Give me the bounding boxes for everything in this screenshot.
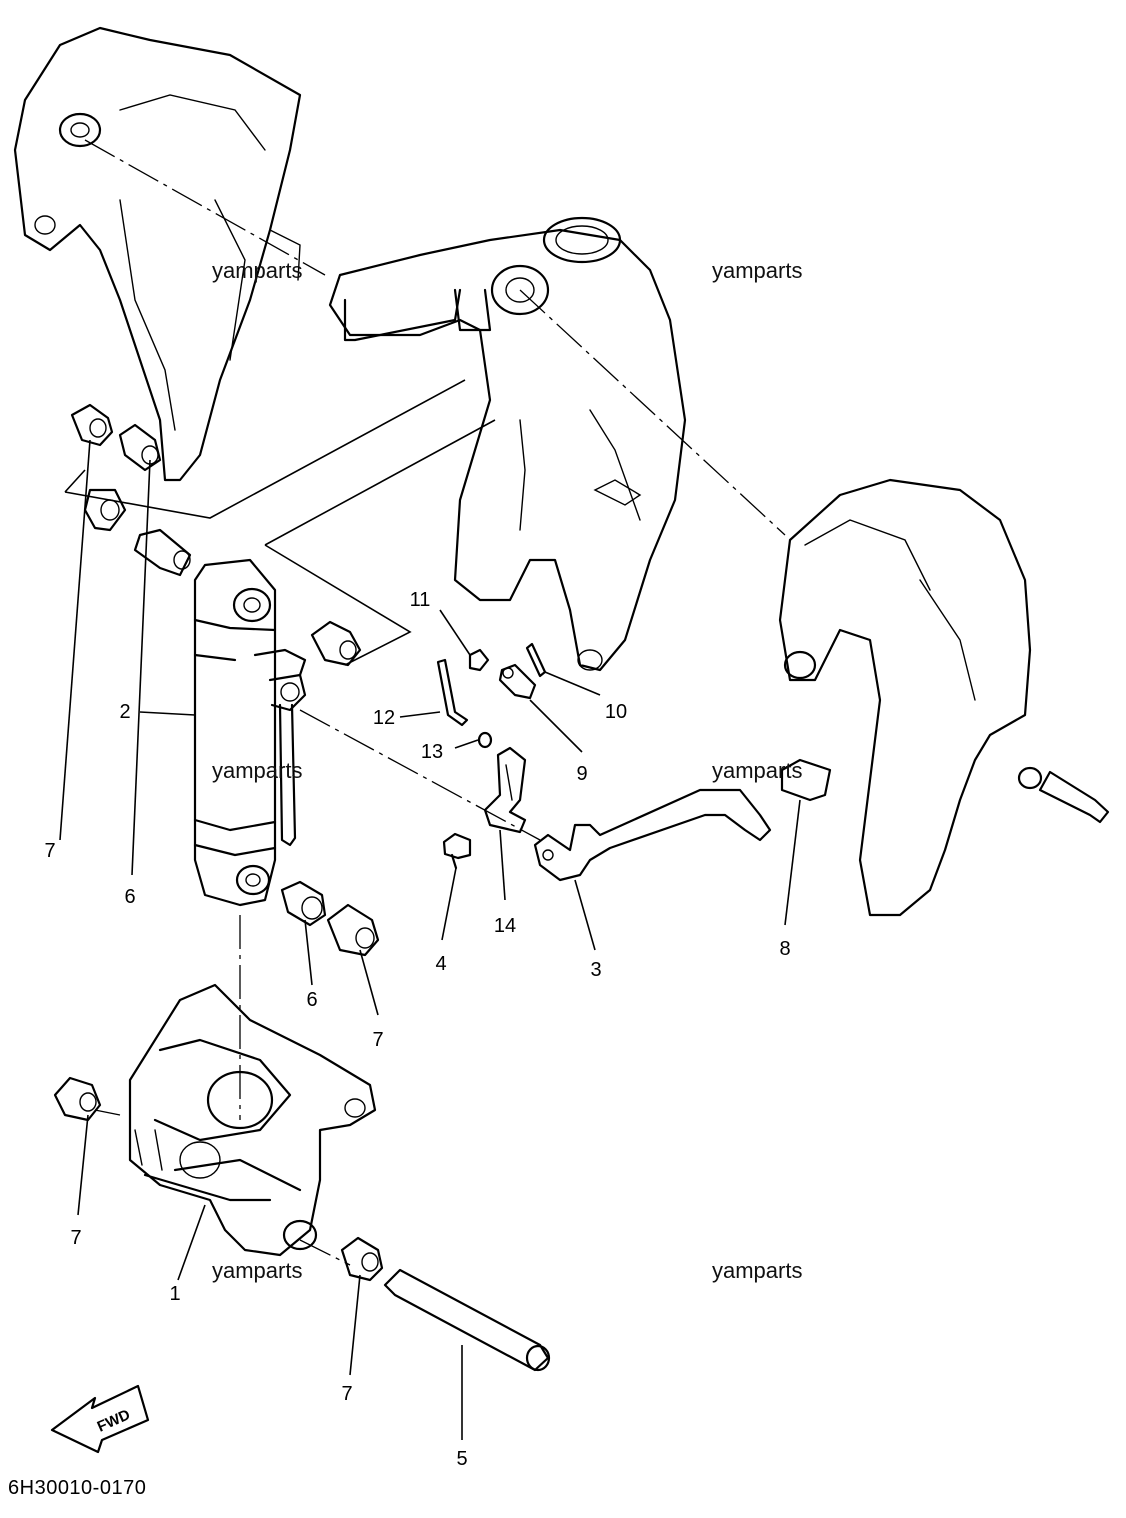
- pad-8: [780, 758, 832, 802]
- leader-lines: [59, 439, 801, 1440]
- callout-2: 2: [119, 701, 130, 723]
- watermark-5: yamparts: [212, 1258, 302, 1283]
- watermark-4: yamparts: [712, 758, 802, 783]
- assembly-guide-lines: [64, 139, 786, 1266]
- washer-13: [477, 731, 493, 749]
- tilt-pin: [383, 1268, 551, 1372]
- tilt-cylinder: [193, 558, 307, 907]
- callout-1: 1: [169, 1283, 180, 1305]
- tilt-bracket-bottom: [128, 983, 377, 1257]
- callout-13: 13: [421, 741, 443, 763]
- callout-11: 11: [410, 589, 431, 611]
- spring-12: [436, 658, 469, 727]
- screw-4: [442, 832, 472, 870]
- watermark-3: yamparts: [212, 758, 302, 783]
- callout-7-upper-left: 7: [44, 840, 55, 862]
- starboard-clamp-bracket: [778, 478, 1032, 917]
- plate-14: [483, 746, 527, 834]
- collar-upper-right: [310, 620, 362, 667]
- collar-7-right: [326, 903, 380, 957]
- swivel-bracket: [328, 216, 687, 672]
- watermarks: yamparts yamparts yamparts yamparts yamp…: [212, 258, 802, 1283]
- callout-10: 10: [605, 701, 627, 723]
- watermark-1: yamparts: [212, 258, 302, 283]
- watermark-2: yamparts: [712, 258, 802, 283]
- callout-8: 8: [779, 938, 790, 960]
- sleeve-upper-left: [133, 528, 192, 577]
- callout-3: 3: [590, 959, 601, 981]
- collar-7-left: [70, 403, 114, 447]
- bushing-6-left: [118, 423, 162, 472]
- callout-5: 5: [456, 1448, 467, 1470]
- pin-10: [525, 642, 547, 678]
- watermark-6: yamparts: [712, 1258, 802, 1283]
- callout-7-bottom: 7: [341, 1383, 352, 1405]
- callout-9: 9: [576, 763, 587, 785]
- bolt-right: [1017, 766, 1110, 824]
- callout-12: 12: [373, 707, 395, 729]
- callout-4: 4: [435, 953, 446, 975]
- callout-6-left: 6: [124, 886, 135, 908]
- clip-11: [468, 648, 490, 672]
- callout-6-right: 6: [306, 989, 317, 1011]
- cam-9: [498, 663, 537, 700]
- bushing-6-right: [280, 880, 327, 927]
- tilt-lever-3: [533, 788, 772, 882]
- fwd-label: FWD: [95, 1406, 133, 1435]
- collar-7-bottom-left: [53, 1076, 102, 1122]
- fwd-arrow-icon: FWD: [50, 1384, 150, 1454]
- callout-7-lower-left: 7: [70, 1227, 81, 1249]
- callout-14: 14: [494, 915, 516, 937]
- collar-7-bottom-right: [340, 1236, 384, 1282]
- callout-7-middle: 7: [372, 1029, 383, 1051]
- port-clamp-bracket: [13, 26, 302, 482]
- diagram-code: 6H30010-0170: [8, 1477, 146, 1499]
- callout-numbers: 1 2 3 4 5 6 6 7 7 7 7 8 9 10 11 12 13 14: [44, 589, 790, 1470]
